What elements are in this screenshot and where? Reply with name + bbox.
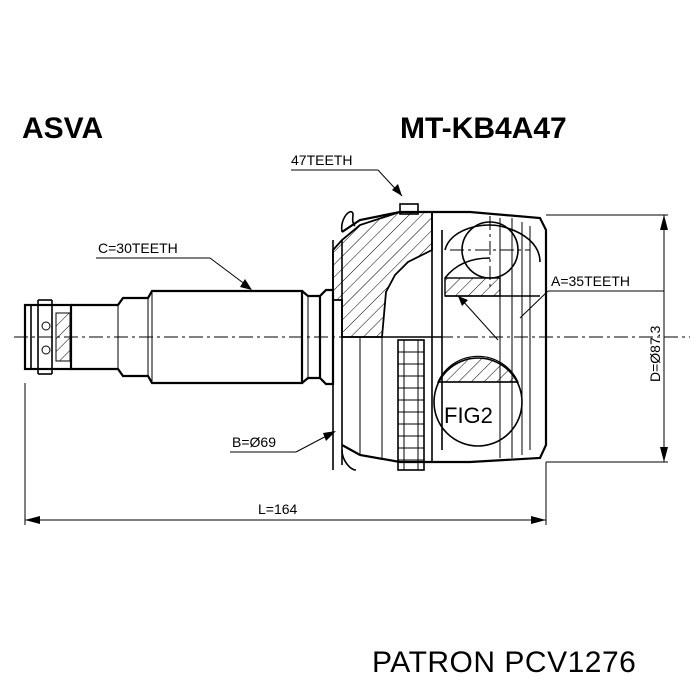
- dimension-47-teeth: 47TEETH: [291, 152, 403, 197]
- part-number: MT-KB4A47: [400, 112, 567, 145]
- a-teeth-label: A=35TEETH: [551, 273, 630, 289]
- outer-housing: [332, 203, 548, 471]
- dimension-c-teeth: C=30TEETH: [96, 240, 252, 290]
- shaft-body: [71, 288, 335, 386]
- c-teeth-label: C=30TEETH: [98, 240, 178, 256]
- dimension-b-diameter: B=Ø69: [230, 431, 336, 453]
- length-label: L=164: [258, 501, 298, 517]
- d-diameter-label: D=Ø87.3: [647, 325, 663, 382]
- inner-race: [444, 216, 541, 297]
- shaft-spline-end: [23, 299, 73, 375]
- footer-part-text: PATRON PCV1276: [372, 646, 637, 679]
- abs-tooth-ring: [397, 339, 425, 471]
- brand-label: ASVA: [22, 112, 104, 145]
- b-diameter-label: B=Ø69: [232, 434, 276, 450]
- fig2-callout: FIG2: [433, 355, 523, 447]
- dimension-d-diameter: D=Ø87.3: [546, 214, 668, 463]
- dimension-a-teeth: A=35TEETH: [458, 273, 664, 341]
- fig2-label: FIG2: [444, 403, 493, 428]
- teeth-47-label: 47TEETH: [291, 152, 352, 168]
- dimension-length: L=164: [24, 383, 547, 525]
